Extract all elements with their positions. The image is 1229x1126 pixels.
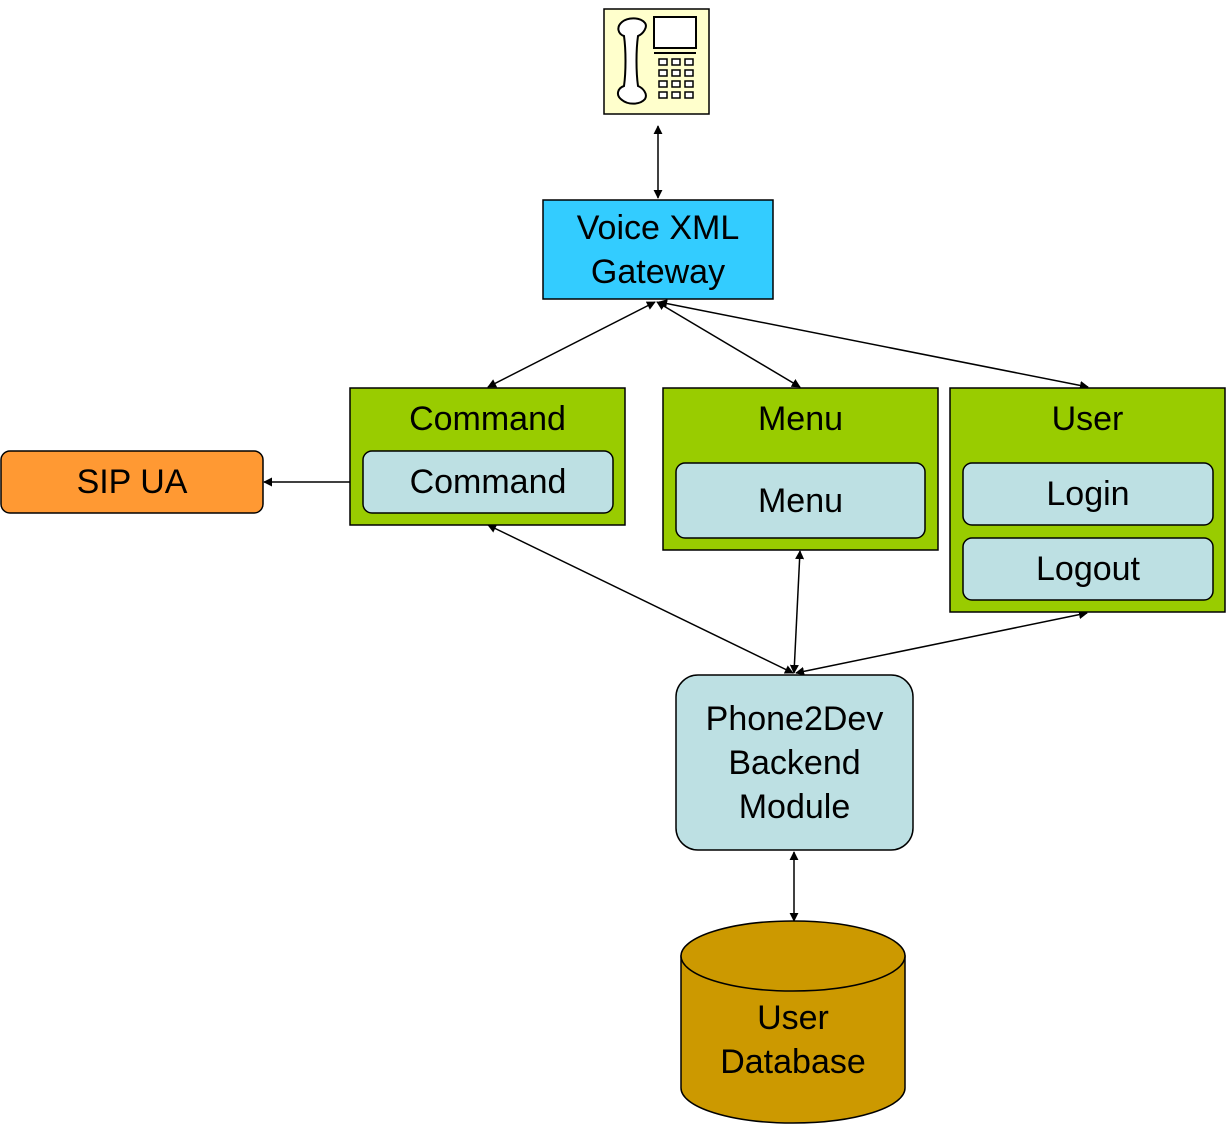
logout-item-box xyxy=(962,537,1214,601)
edge-gateway-menu xyxy=(656,301,801,388)
connectors xyxy=(263,125,1089,922)
edge-gateway-user xyxy=(658,299,1089,390)
login-item-box xyxy=(962,462,1214,526)
sip-ua-box xyxy=(0,450,264,514)
edge-command-backend xyxy=(487,524,794,674)
database-cylinder xyxy=(680,920,906,1124)
edge-user-backend xyxy=(795,610,1088,676)
menu-item-box xyxy=(675,462,926,539)
command-item-box xyxy=(362,450,614,514)
gateway-box xyxy=(542,199,774,300)
edge-menu-backend xyxy=(789,550,805,674)
phone-icon xyxy=(603,8,710,115)
backend-box xyxy=(675,674,914,851)
edge-gateway-command xyxy=(487,301,656,388)
